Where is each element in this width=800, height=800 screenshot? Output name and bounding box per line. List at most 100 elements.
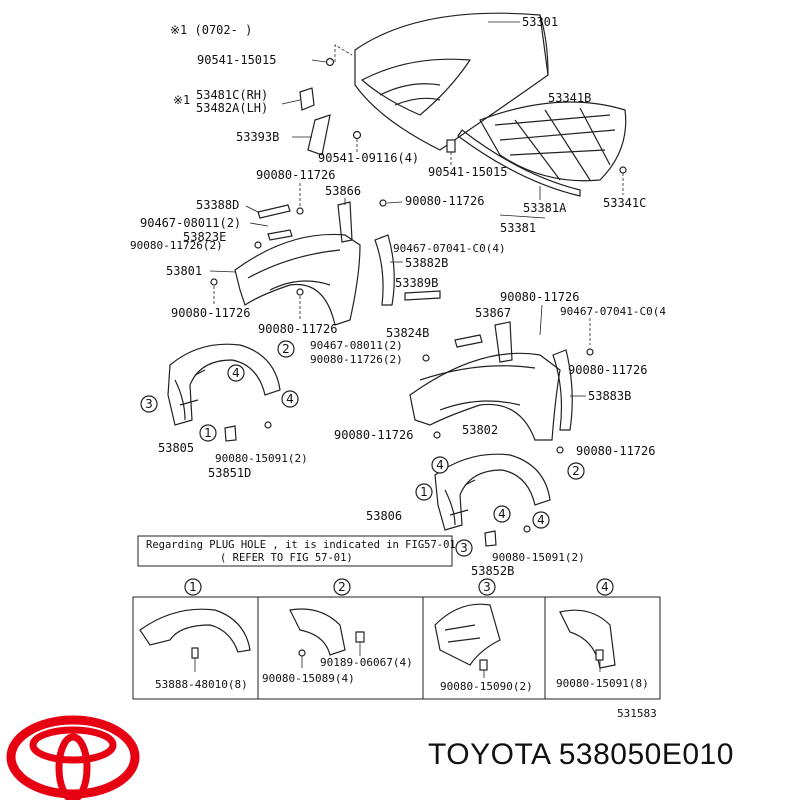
svg-text:4: 4 bbox=[436, 458, 444, 472]
svg-text:3: 3 bbox=[145, 397, 153, 411]
callout-4-a bbox=[227, 364, 245, 382]
label-90080-11726-f: 90080-11726 bbox=[500, 290, 579, 304]
hood-stay-53393b bbox=[307, 114, 331, 156]
callout-2-a bbox=[277, 340, 295, 358]
callout-4-e bbox=[532, 511, 550, 529]
label-53851d: 53851D bbox=[208, 466, 251, 480]
detail-2-part-a: 90189-06067(4) bbox=[320, 656, 413, 669]
label-53806: 53806 bbox=[366, 509, 402, 523]
label-90080-11726-h: 90080-11726 bbox=[568, 363, 647, 377]
brand-part-number: TOYOTA 538050E010 bbox=[428, 738, 734, 771]
label-90541-15015-a: 90541-15015 bbox=[197, 53, 276, 67]
label-53389b: 53389B bbox=[395, 276, 438, 290]
detail-4-callout bbox=[596, 578, 614, 596]
label-53341b: 53341B bbox=[548, 91, 591, 105]
detail-3-callout bbox=[478, 578, 496, 596]
note-marker-1: ※1 bbox=[173, 93, 190, 107]
label-53482a: 53482A(LH) bbox=[196, 101, 268, 115]
label-53852b: 53852B bbox=[471, 564, 514, 578]
plug-note-line1: Regarding PLUG HOLE , it is indicated in… bbox=[146, 539, 456, 551]
figure-code: 531583 bbox=[617, 707, 657, 720]
label-90080-11726-d: 90080-11726 bbox=[171, 306, 250, 320]
svg-text:4: 4 bbox=[232, 366, 240, 380]
front-fender-rh-53802 bbox=[409, 352, 561, 441]
hood-53301 bbox=[354, 12, 549, 151]
label-90080-11726-a: 90080-11726 bbox=[256, 168, 335, 182]
svg-text:1: 1 bbox=[189, 580, 197, 594]
label-53882b: 53882B bbox=[405, 256, 448, 270]
callout-4-b bbox=[281, 390, 299, 408]
label-90467-08011-b: 90467-08011(2) bbox=[310, 339, 403, 352]
label-53805: 53805 bbox=[158, 441, 194, 455]
svg-text:4: 4 bbox=[537, 513, 545, 527]
callout-1-a bbox=[199, 424, 217, 442]
label-53301: 53301 bbox=[522, 15, 558, 29]
svg-text:1: 1 bbox=[420, 485, 428, 499]
front-fender-lh-53801 bbox=[234, 233, 361, 326]
callout-1-b bbox=[415, 483, 433, 501]
fender-liner-rh-53806 bbox=[434, 453, 551, 531]
svg-text:2: 2 bbox=[282, 342, 290, 356]
label-53381: 53381 bbox=[500, 221, 536, 235]
label-90080-11726-b: 90080-11726 bbox=[405, 194, 484, 208]
fender-bracket-53866 bbox=[337, 201, 353, 243]
svg-text:1: 1 bbox=[204, 426, 212, 440]
detail-4-part: 90080-15091(8) bbox=[556, 677, 649, 690]
label-90080-15091-b: 90080-15091(2) bbox=[492, 551, 585, 564]
hood-insulator-53341b bbox=[479, 101, 627, 182]
label-90467-08011-a: 90467-08011(2) bbox=[140, 216, 241, 230]
callout-2-b bbox=[567, 462, 585, 480]
label-53481c: 53481C(RH) bbox=[196, 88, 268, 102]
hood-seal-53381 bbox=[457, 129, 581, 197]
label-53801: 53801 bbox=[166, 264, 202, 278]
fender-liner-53883b bbox=[552, 349, 573, 431]
detail-1-liner bbox=[139, 608, 251, 653]
label-90541-09116: 90541-09116(4) bbox=[318, 151, 419, 165]
label-90080-11726-e: 90080-11726 bbox=[258, 322, 337, 336]
callout-4-d bbox=[493, 505, 511, 523]
label-53388d: 53388D bbox=[196, 198, 239, 212]
plug-hole-note-box bbox=[137, 535, 453, 567]
detail-1-part: 53888-48010(8) bbox=[155, 678, 248, 691]
label-90080-11726-j: 90080-11726 bbox=[576, 444, 655, 458]
detail-2-liner bbox=[289, 608, 346, 656]
svg-text:2: 2 bbox=[572, 464, 580, 478]
detail-3-part: 90080-15090(2) bbox=[440, 680, 533, 693]
fender-liner-53882b bbox=[374, 234, 395, 306]
svg-text:4: 4 bbox=[498, 507, 506, 521]
callout-4-c bbox=[431, 456, 449, 474]
svg-text:3: 3 bbox=[460, 541, 468, 555]
svg-text:3: 3 bbox=[483, 580, 491, 594]
label-53802: 53802 bbox=[462, 423, 498, 437]
fender-seal-53823e bbox=[267, 229, 293, 241]
detail-2-part-b: 90080-15089(4) bbox=[262, 672, 355, 685]
fender-liner-lh-53805 bbox=[167, 343, 281, 426]
plug-note-line2: ( REFER TO FIG 57-01) bbox=[220, 552, 353, 564]
toyota-logo bbox=[6, 715, 140, 800]
detail-3-liner bbox=[434, 603, 501, 666]
label-53381a: 53381A bbox=[523, 201, 567, 215]
hood-hinge-part bbox=[299, 87, 315, 111]
svg-text:4: 4 bbox=[286, 392, 294, 406]
label-53823e: 53823E bbox=[183, 230, 226, 244]
label-90080-11726-c: 90080-11726(2) bbox=[130, 239, 223, 252]
label-53824b: 53824B bbox=[386, 326, 429, 340]
callout-3-a bbox=[140, 395, 158, 413]
detail-panels bbox=[132, 596, 661, 700]
label-90080-15091-a: 90080-15091(2) bbox=[215, 452, 308, 465]
fender-splash-53852b bbox=[484, 530, 497, 547]
detail-1-callout bbox=[184, 578, 202, 596]
label-53883b: 53883B bbox=[588, 389, 631, 403]
svg-text:2: 2 bbox=[338, 580, 346, 594]
label-90467-07041-b: 90467-07041-C0(4 bbox=[560, 305, 666, 318]
label-53867: 53867 bbox=[475, 306, 511, 320]
fender-seal-53824b bbox=[454, 334, 483, 348]
label-90080-11726-g: 90080-11726(2) bbox=[310, 353, 403, 366]
header-note: ※1 (0702- ) bbox=[170, 23, 252, 37]
svg-text:4: 4 bbox=[601, 580, 609, 594]
callout-3-b bbox=[455, 539, 473, 557]
label-53393b: 53393B bbox=[236, 130, 279, 144]
label-53866: 53866 bbox=[325, 184, 361, 198]
fender-cushion-53388d bbox=[257, 204, 291, 219]
